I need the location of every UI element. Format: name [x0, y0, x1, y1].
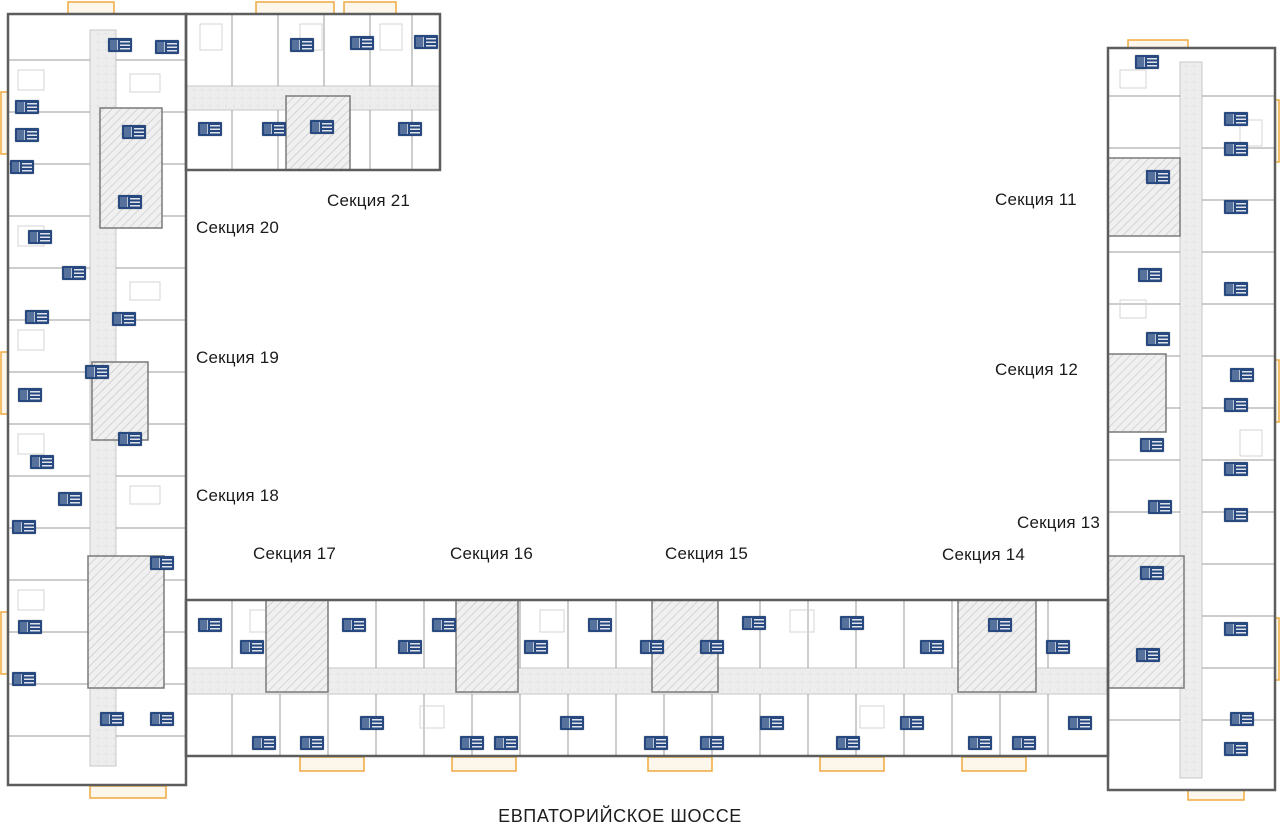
apartment-badge[interactable] [700, 736, 724, 750]
outer-walls [6, 12, 1277, 792]
apartment-badge[interactable] [414, 35, 438, 49]
apartment-badge[interactable] [1224, 622, 1248, 636]
apartment-badge[interactable] [1224, 112, 1248, 126]
apartment-badge[interactable] [100, 712, 124, 726]
section-label: Секция 18 [196, 486, 280, 505]
apartment-badge[interactable] [1224, 200, 1248, 214]
apartment-badge[interactable] [118, 195, 142, 209]
apartment-badge[interactable] [398, 122, 422, 136]
apartment-badge[interactable] [900, 716, 924, 730]
furniture-hints [17, 23, 1263, 729]
apartment-badge[interactable] [155, 40, 179, 54]
apartment-badge[interactable] [398, 640, 422, 654]
section-label: Секция 14 [942, 545, 1026, 564]
apartment-badge[interactable] [1046, 640, 1070, 654]
apartment-badge[interactable] [1068, 716, 1092, 730]
street-name-label: ЕВПАТОРИЙСКОЕ ШОССЕ [498, 806, 742, 826]
apartment-badge[interactable] [108, 38, 132, 52]
apartment-badge[interactable] [118, 432, 142, 446]
section-label: Секция 16 [450, 544, 534, 563]
apartment-badge[interactable] [1230, 712, 1254, 726]
apartment-badge[interactable] [350, 36, 374, 50]
apartment-badge[interactable] [1224, 742, 1248, 756]
apartment-badge[interactable] [252, 736, 276, 750]
apartment-badge[interactable] [12, 520, 36, 534]
apartment-badge[interactable] [432, 618, 456, 632]
section-label: Секция 12 [995, 360, 1079, 379]
apartment-badge[interactable] [122, 125, 146, 139]
apartment-badge[interactable] [62, 266, 86, 280]
stair-cores [87, 95, 1185, 693]
apartment-badge[interactable] [1140, 566, 1164, 580]
apartment-badge[interactable] [58, 492, 82, 506]
apartment-badge[interactable] [560, 716, 584, 730]
apartment-badge[interactable] [742, 616, 766, 630]
apartment-badge[interactable] [150, 712, 174, 726]
apartment-badge[interactable] [1146, 170, 1170, 184]
apartment-badge[interactable] [10, 160, 34, 174]
apartment-badge[interactable] [112, 312, 136, 326]
apartment-badge[interactable] [360, 716, 384, 730]
apartment-badge[interactable] [342, 618, 366, 632]
apartment-badge[interactable] [85, 365, 109, 379]
apartment-badge[interactable] [1146, 332, 1170, 346]
apartment-badge[interactable] [198, 122, 222, 136]
section-label: Секция 13 [1017, 513, 1101, 532]
apartment-badge[interactable] [1136, 648, 1160, 662]
apartment-badge[interactable] [1140, 438, 1164, 452]
apartment-badge[interactable] [30, 455, 54, 469]
apartment-badge[interactable] [968, 736, 992, 750]
apartment-badge[interactable] [524, 640, 548, 654]
apartment-badge[interactable] [310, 120, 334, 134]
section-label: Секция 11 [995, 190, 1077, 209]
apartment-badge[interactable] [18, 620, 42, 634]
apartment-badge[interactable] [15, 128, 39, 142]
section-label: Секция 20 [196, 218, 280, 237]
apartment-badge[interactable] [760, 716, 784, 730]
apartment-badge[interactable] [1224, 282, 1248, 296]
apartment-badge[interactable] [920, 640, 944, 654]
apartment-badge[interactable] [290, 38, 314, 52]
apartment-badge[interactable] [1148, 500, 1172, 514]
apartment-badge[interactable] [1224, 398, 1248, 412]
apartment-badge[interactable] [18, 388, 42, 402]
apartment-badge[interactable] [25, 310, 49, 324]
apartment-badge[interactable] [1224, 462, 1248, 476]
apartment-badge[interactable] [150, 556, 174, 570]
apartment-badge[interactable] [1224, 508, 1248, 522]
apartment-badge[interactable] [640, 640, 664, 654]
apartment-badge[interactable] [1138, 268, 1162, 282]
section-label: Секция 15 [665, 544, 749, 563]
apartment-badge[interactable] [836, 736, 860, 750]
apartment-badge[interactable] [588, 618, 612, 632]
apartment-badge[interactable] [198, 618, 222, 632]
apartment-badge[interactable] [15, 100, 39, 114]
apartment-badge[interactable] [240, 640, 264, 654]
apartment-badge[interactable] [1224, 142, 1248, 156]
apartment-badge[interactable] [460, 736, 484, 750]
apartment-badge[interactable] [700, 640, 724, 654]
apartment-badge[interactable] [28, 230, 52, 244]
apartment-badge[interactable] [644, 736, 668, 750]
apartment-badge[interactable] [1012, 736, 1036, 750]
apartment-badge[interactable] [262, 122, 286, 136]
apartment-badge[interactable] [1135, 55, 1159, 69]
apartment-badge[interactable] [1230, 368, 1254, 382]
section-label: Секция 19 [196, 348, 280, 367]
apartment-badge[interactable] [494, 736, 518, 750]
apartment-badge[interactable] [12, 672, 36, 686]
section-label: Секция 21 [327, 191, 411, 210]
apartment-badge[interactable] [300, 736, 324, 750]
section-label: Секция 17 [253, 544, 337, 563]
apartment-badge[interactable] [840, 616, 864, 630]
apartment-badge[interactable] [988, 618, 1012, 632]
